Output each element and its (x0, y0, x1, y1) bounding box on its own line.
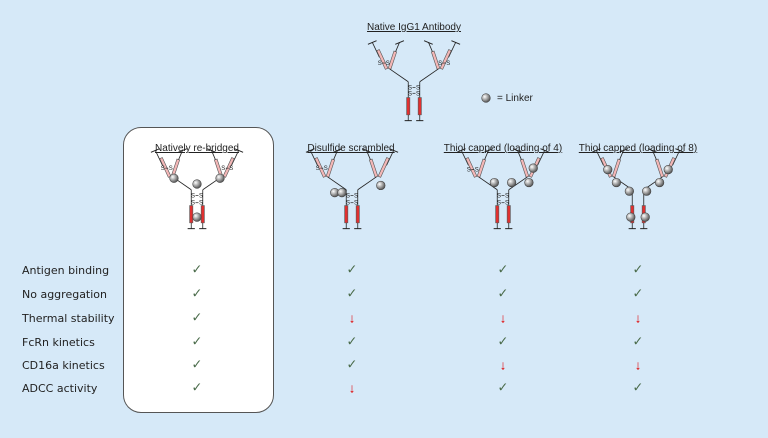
svg-text:S: S (386, 61, 390, 67)
linker-ball-antibody-natively-rebridged-1 (215, 173, 225, 183)
svg-text:S: S (408, 91, 412, 97)
linker-ball-antibody-thiol-capped-4-1 (507, 177, 517, 188)
svg-text:S: S (497, 194, 501, 200)
svg-text:S: S (416, 91, 420, 97)
highlight-box-natively-rebridged (123, 127, 274, 413)
svg-text:S: S (191, 194, 195, 200)
linker-ball-antibody-disulfide-scrambled-1 (337, 188, 347, 198)
check-mark-c1-r0: ✓ (346, 262, 358, 278)
check-mark-c3-r1: ✓ (632, 286, 644, 302)
linker-ball-antibody-thiol-capped-8-0 (603, 165, 613, 175)
svg-text:S: S (229, 166, 233, 172)
check-mark-c2-r3: ✓ (497, 334, 509, 350)
check-mark-c0-r1: ✓ (191, 286, 203, 302)
column-title-natively-rebridged: Natively re-bridged (155, 143, 239, 154)
svg-text:S: S (378, 61, 382, 67)
check-mark-c2-r1: ✓ (497, 286, 509, 302)
row-label-antigen-binding: Antigen binding (22, 264, 110, 277)
linker-ball-antibody-thiol-capped-4-2 (528, 163, 538, 173)
linker-ball-antibody-natively-rebridged-0 (169, 173, 179, 183)
check-mark-c0-r5: ✓ (191, 380, 203, 396)
linker-ball-antibody-disulfide-scrambled-2 (376, 180, 386, 191)
svg-text:S: S (191, 201, 195, 207)
column-title-thiol-capped-4: Thiol capped (loading of 4) (443, 143, 563, 154)
svg-text:S: S (408, 86, 412, 92)
linker-ball-antibody-natively-rebridged-3 (192, 212, 202, 222)
svg-text:S: S (169, 166, 173, 172)
linker-ball-antibody-thiol-capped-8-5 (642, 186, 652, 196)
row-label-fcrn-kinetics: FcRn kinetics (22, 336, 95, 349)
svg-text:S: S (467, 168, 471, 174)
row-label-cd16a-kinetics: CD16a kinetics (22, 359, 105, 372)
linker-ball-antibody-thiol-capped-8-4 (624, 186, 634, 196)
check-mark-c1-r3: ✓ (346, 334, 358, 350)
linker-ball-antibody-natively-rebridged-2 (192, 179, 202, 189)
row-label-no-aggregation: No aggregation (22, 288, 108, 301)
check-mark-c2-r5: ✓ (497, 380, 509, 396)
down-arrow-icon-c3-r4: ↓ (634, 357, 642, 373)
legend-linker-label: = Linker (497, 93, 533, 104)
column-title-thiol-capped-8: Thiol capped (loading of 8) (578, 143, 698, 154)
check-mark-c3-r5: ✓ (632, 380, 644, 396)
linker-ball-legend (481, 93, 491, 103)
svg-text:S: S (505, 194, 509, 200)
svg-text:S: S (354, 201, 358, 207)
linker-ball-antibody-thiol-capped-8-3 (654, 177, 665, 188)
svg-text:S: S (446, 61, 450, 67)
svg-text:S: S (475, 168, 479, 174)
down-arrow-icon-c2-r2: ↓ (499, 310, 507, 326)
svg-text:S: S (416, 86, 420, 92)
check-mark-c0-r0: ✓ (191, 262, 203, 278)
linker-ball-antibody-thiol-capped-8-7 (640, 212, 650, 222)
row-label-thermal-stability: Thermal stability (22, 312, 115, 325)
column-title-disulfide-scrambled: Disulfide scrambled (307, 143, 395, 154)
down-arrow-icon-c3-r2: ↓ (634, 310, 642, 326)
svg-text:S: S (346, 194, 350, 200)
antibody-thiol-capped-8 (591, 148, 685, 230)
down-arrow-icon-c1-r2: ↓ (348, 310, 356, 326)
svg-text:S: S (346, 201, 350, 207)
linker-ball-antibody-thiol-capped-4-3 (524, 177, 534, 188)
svg-text:S: S (199, 201, 203, 207)
svg-text:S: S (497, 201, 501, 207)
check-mark-c1-r1: ✓ (346, 286, 358, 302)
check-mark-c0-r3: ✓ (191, 334, 203, 350)
svg-text:S: S (221, 166, 225, 172)
svg-text:S: S (354, 194, 358, 200)
check-mark-c3-r0: ✓ (632, 262, 644, 278)
linker-ball-antibody-thiol-capped-8-2 (663, 165, 673, 175)
svg-text:S: S (199, 194, 203, 200)
native-antibody-title: Native IgG1 Antibody (367, 22, 461, 33)
down-arrow-icon-c2-r4: ↓ (499, 357, 507, 373)
svg-text:S: S (161, 166, 165, 172)
check-mark-c2-r0: ✓ (497, 262, 509, 278)
check-mark-c1-r4: ✓ (346, 357, 358, 373)
check-mark-c0-r2: ✓ (191, 310, 203, 326)
linker-ball-antibody-thiol-capped-8-1 (611, 177, 622, 188)
linker-ball-antibody-thiol-capped-8-6 (626, 212, 636, 222)
svg-text:S: S (505, 201, 509, 207)
check-mark-c0-r4: ✓ (191, 357, 203, 373)
svg-text:S: S (324, 166, 328, 172)
down-arrow-icon-c1-r5: ↓ (348, 380, 356, 396)
linker-ball-antibody-thiol-capped-4-0 (489, 177, 499, 188)
row-label-adcc-activity: ADCC activity (22, 382, 98, 395)
svg-text:S: S (438, 61, 442, 67)
svg-text:S: S (316, 166, 320, 172)
check-mark-c3-r3: ✓ (632, 334, 644, 350)
